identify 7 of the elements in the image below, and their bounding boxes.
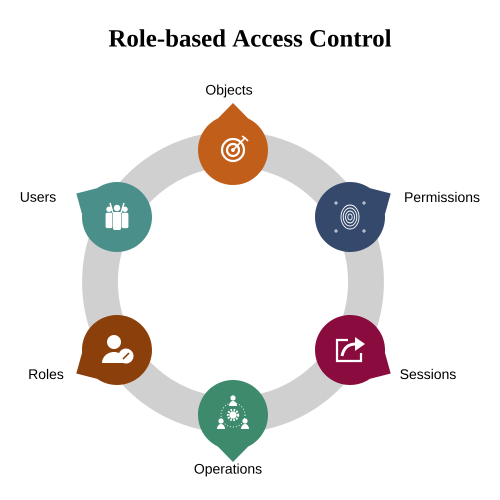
node-label: Objects <box>206 84 252 98</box>
node-label: Permissions <box>405 192 480 202</box>
node-label: Sessions <box>400 368 456 380</box>
node-label: Operations <box>194 464 262 476</box>
node-label: Roles <box>29 368 64 380</box>
title: Role-based Access Control <box>108 29 392 47</box>
node-label: Users <box>20 192 56 202</box>
